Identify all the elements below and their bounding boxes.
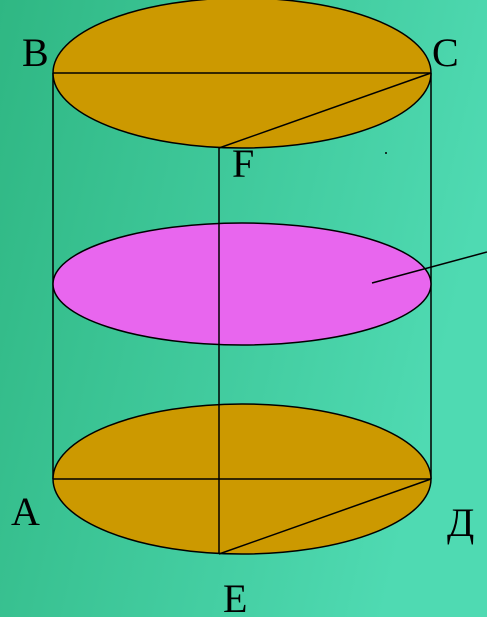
top-base-ellipse xyxy=(52,0,432,149)
label-E: E xyxy=(223,576,247,617)
bottom-chord-ED xyxy=(218,478,432,555)
label-A: A xyxy=(11,489,40,534)
label-C: C xyxy=(432,30,459,75)
pointer-line xyxy=(371,251,487,284)
cross-section-ellipse xyxy=(52,222,432,346)
label-D: Д xyxy=(447,500,474,545)
label-F: F xyxy=(232,141,254,186)
label-B: B xyxy=(22,30,49,75)
top-chord-FC xyxy=(218,72,432,149)
tiny-dot xyxy=(385,152,387,154)
